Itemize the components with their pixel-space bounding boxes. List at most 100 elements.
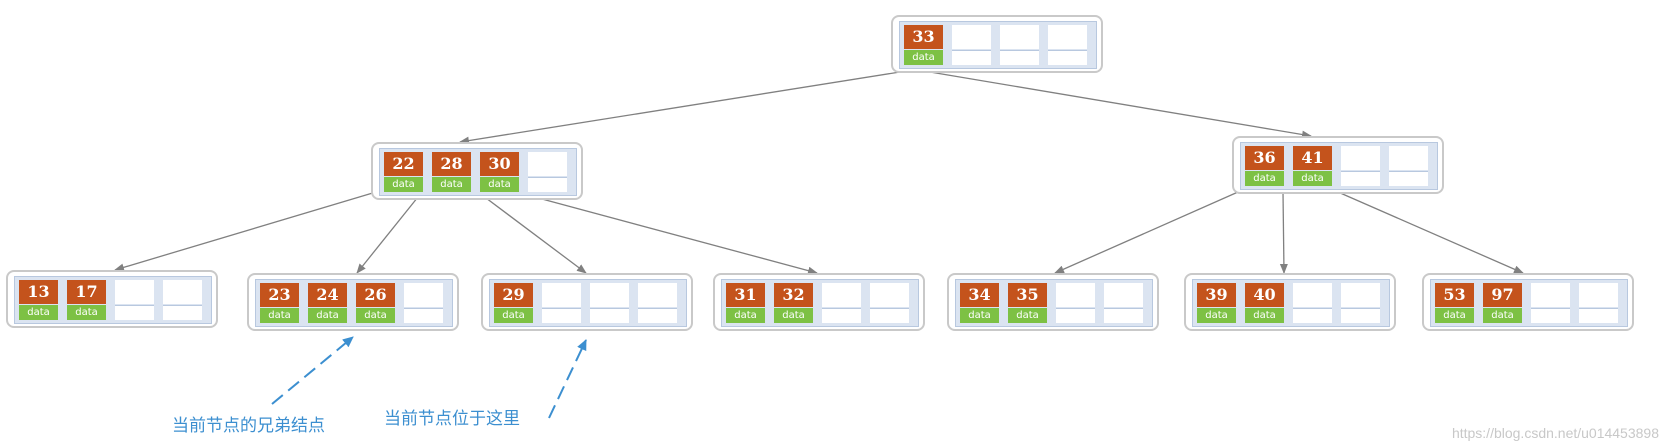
data-label: data xyxy=(1435,308,1474,323)
empty-slot xyxy=(1341,283,1380,323)
empty-data xyxy=(542,308,581,323)
data-label: data xyxy=(774,308,813,323)
watermark: https://blog.csdn.net/u014453898 xyxy=(1451,425,1659,441)
key-value: 17 xyxy=(67,280,106,304)
data-label: data xyxy=(1483,308,1522,323)
empty-data xyxy=(1579,308,1618,323)
key-value: 97 xyxy=(1483,283,1522,307)
empty-data xyxy=(1531,308,1570,323)
key-value: 13 xyxy=(19,280,58,304)
empty-key xyxy=(1104,283,1143,307)
empty-data xyxy=(163,305,202,320)
key-value: 35 xyxy=(1008,283,1047,307)
empty-key xyxy=(542,283,581,307)
data-label: data xyxy=(384,177,423,192)
empty-slot xyxy=(870,283,909,323)
empty-data xyxy=(870,308,909,323)
empty-key xyxy=(1341,146,1380,170)
key-value: 24 xyxy=(308,283,347,307)
empty-key xyxy=(528,152,567,176)
empty-slot xyxy=(542,283,581,323)
key-value: 33 xyxy=(904,25,943,49)
empty-data xyxy=(115,305,154,320)
edge-root-left xyxy=(459,71,901,145)
key-value: 41 xyxy=(1293,146,1332,170)
data-label: data xyxy=(67,305,106,320)
empty-slot xyxy=(115,280,154,320)
data-label: data xyxy=(432,177,471,192)
current-pointer-arrow xyxy=(548,339,587,419)
empty-slot xyxy=(952,25,991,65)
empty-key xyxy=(404,283,443,307)
empty-key xyxy=(1531,283,1570,307)
empty-slot xyxy=(638,283,677,323)
edge-root-right xyxy=(929,71,1312,139)
sibling-pointer-arrow xyxy=(271,336,354,405)
data-label: data xyxy=(1245,171,1284,186)
empty-slot xyxy=(163,280,202,320)
empty-data xyxy=(1293,308,1332,323)
key-value: 23 xyxy=(260,283,299,307)
key-value: 31 xyxy=(726,283,765,307)
empty-slot xyxy=(1531,283,1570,323)
data-label: data xyxy=(726,308,765,323)
data-label: data xyxy=(1293,171,1332,186)
empty-key xyxy=(822,283,861,307)
key-value: 36 xyxy=(1245,146,1284,170)
key-value: 39 xyxy=(1197,283,1236,307)
empty-data xyxy=(590,308,629,323)
empty-data xyxy=(528,177,567,192)
key-value: 26 xyxy=(356,283,395,307)
empty-key xyxy=(870,283,909,307)
edge-left-leaf1 xyxy=(114,191,377,272)
data-label: data xyxy=(260,308,299,323)
empty-key xyxy=(638,283,677,307)
empty-slot xyxy=(1293,283,1332,323)
data-label: data xyxy=(960,308,999,323)
empty-slot xyxy=(528,152,567,192)
empty-data xyxy=(1104,308,1143,323)
sibling-annotation: 当前节点的兄弟结点 xyxy=(172,416,325,436)
empty-key xyxy=(163,280,202,304)
data-label: data xyxy=(356,308,395,323)
empty-slot xyxy=(590,283,629,323)
data-label: data xyxy=(494,308,533,323)
key-value: 29 xyxy=(494,283,533,307)
data-label: data xyxy=(1008,308,1047,323)
empty-key xyxy=(1000,25,1039,49)
empty-slot xyxy=(822,283,861,323)
empty-data xyxy=(1048,50,1087,65)
data-label: data xyxy=(19,305,58,320)
empty-slot xyxy=(1579,283,1618,323)
edge-right-leaf7 xyxy=(1337,191,1524,274)
empty-key xyxy=(1389,146,1428,170)
empty-key xyxy=(1293,283,1332,307)
